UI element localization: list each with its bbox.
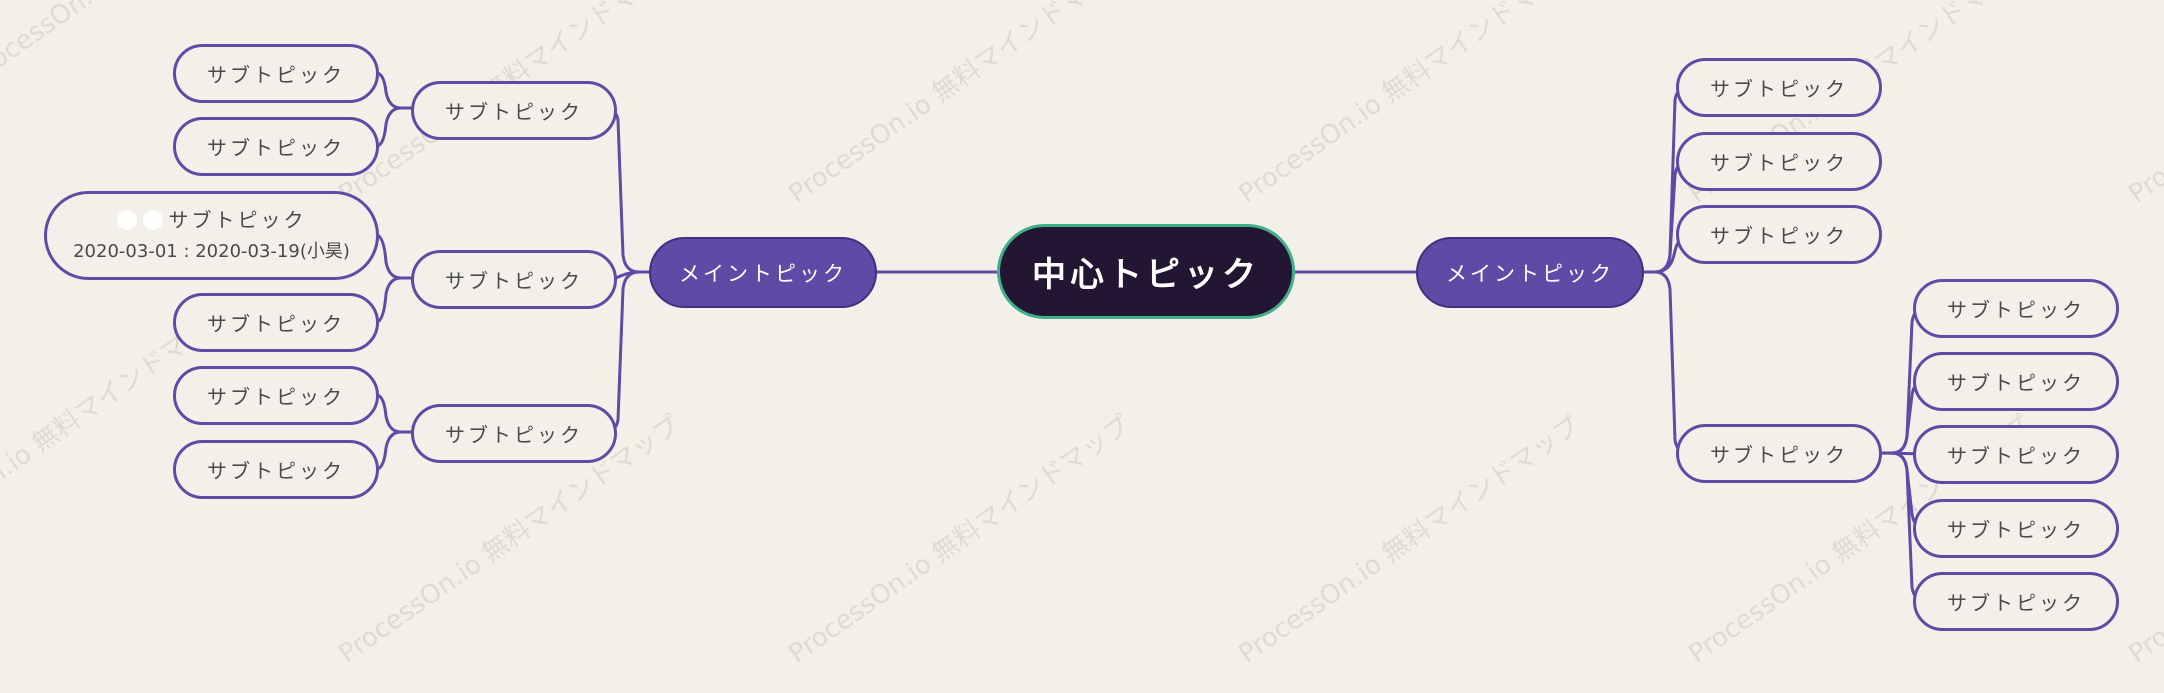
connector-left-sub1-child-1 (375, 71, 413, 110)
central-topic[interactable]: 中心トピック (997, 224, 1295, 319)
left-subtopic-1[interactable]: サブトピック (411, 81, 617, 140)
left-subtopic-1-child-1[interactable]: サブトピック (173, 44, 379, 103)
right-subtopic-1[interactable]: サブトピック (1676, 58, 1882, 117)
right-subtopic-4[interactable]: サブトピック (1676, 424, 1882, 483)
date-range: 2020-03-01 : 2020-03-19(小昊) (73, 240, 350, 262)
connector-left-sub2-child-1 (375, 233, 413, 280)
left-subtopic-2[interactable]: サブトピック (411, 250, 617, 309)
connector-left-main-sub-1 (602, 106, 651, 274)
left-subtopic-2-child-1[interactable]: サブトピック 2020-03-01 : 2020-03-19(小昊) (44, 191, 379, 280)
connector-left-sub3-child-1 (375, 393, 413, 434)
main-topic-left[interactable]: メイントピック (649, 237, 877, 308)
left-subtopic-1-child-2[interactable]: サブトピック (173, 117, 379, 176)
right-subtopic-4-child-1[interactable]: サブトピック (1913, 279, 2119, 338)
connector-left-sub1-child-2 (375, 106, 413, 148)
status-dot-icon (116, 209, 137, 230)
left-subtopic-2-child-2[interactable]: サブトピック (173, 293, 379, 352)
right-subtopic-4-child-5[interactable]: サブトピック (1913, 572, 2119, 631)
right-subtopic-4-child-4[interactable]: サブトピック (1913, 499, 2119, 558)
status-dot-icon (142, 209, 163, 230)
connector-left-sub3-child-2 (375, 430, 413, 471)
left-subtopic-3-child-2[interactable]: サブトピック (173, 440, 379, 499)
main-topic-right[interactable]: メイントピック (1416, 237, 1644, 308)
connector-left-sub2-child-2 (375, 276, 413, 324)
right-subtopic-4-child-3[interactable]: サブトピック (1913, 425, 2119, 484)
left-subtopic-3-child-1[interactable]: サブトピック (173, 366, 379, 425)
subtopic-title-row: サブトピック (116, 204, 307, 236)
right-subtopic-3[interactable]: サブトピック (1676, 205, 1882, 264)
right-subtopic-2[interactable]: サブトピック (1676, 132, 1882, 191)
connector-right-main-sub-4 (1642, 270, 1691, 455)
right-subtopic-4-child-2[interactable]: サブトピック (1913, 352, 2119, 411)
left-subtopic-3[interactable]: サブトピック (411, 404, 617, 463)
subtopic-label: サブトピック (168, 207, 307, 232)
